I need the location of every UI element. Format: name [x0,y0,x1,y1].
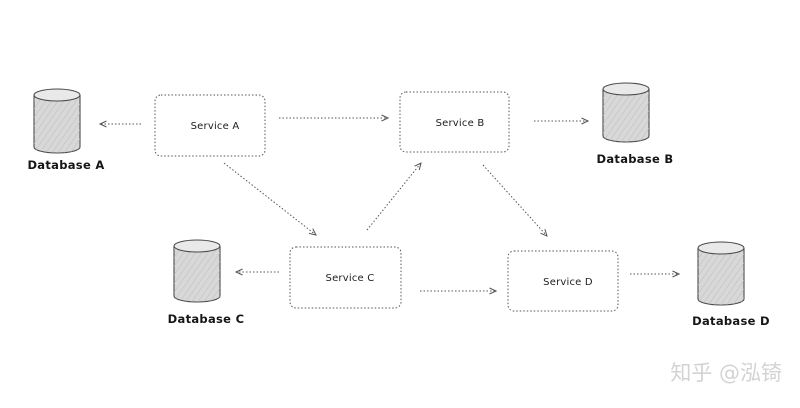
service-d-label: Service D [543,277,593,288]
arrow-service-a-to-service-c [223,162,316,235]
database-c-cylinder-icon [173,239,221,303]
database-d: Database D [692,241,770,328]
database-d-label: Database D [692,314,770,328]
database-d-cylinder-icon [697,241,745,306]
arrow-service-c-to-service-b [366,163,421,231]
database-b-cylinder-icon [602,82,650,143]
database-a: Database A [27,88,104,172]
service-b-box: Service B [399,91,510,153]
database-a-cylinder-icon [33,88,81,154]
arrow-service-b-to-service-d [482,164,547,236]
database-b: Database B [597,82,674,166]
service-c-label: Service C [326,273,375,284]
service-a-label: Service A [191,121,240,132]
database-a-label: Database A [27,158,104,172]
service-d-box: Service D [507,250,619,312]
service-a-box: Service A [154,94,266,157]
database-c-label: Database C [168,312,245,326]
database-b-label: Database B [597,152,674,166]
service-b-label: Service B [436,118,485,129]
watermark: 知乎 @泓锜 [670,361,782,385]
service-c-box: Service C [289,246,402,309]
database-c: Database C [168,239,245,326]
